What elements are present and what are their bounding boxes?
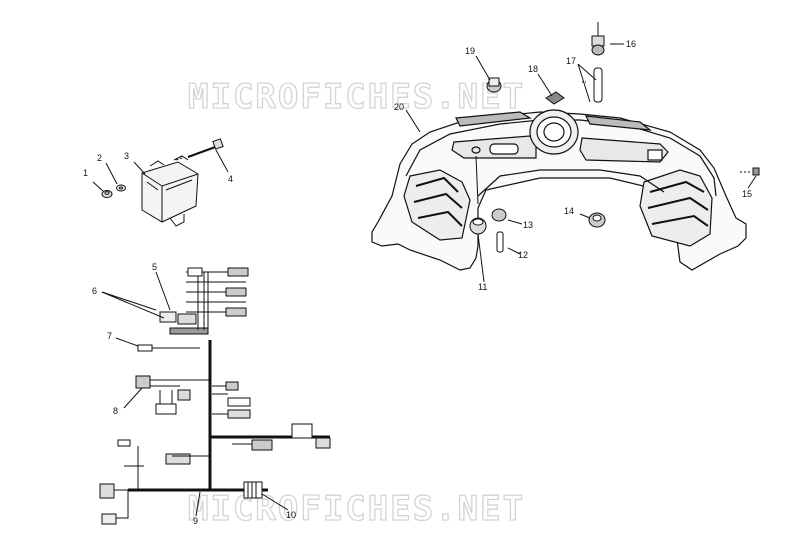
- callout-9: 9: [193, 516, 198, 526]
- grommet-part-11: [469, 217, 487, 235]
- switch-part-17: [582, 67, 603, 103]
- switch-part-16: [591, 22, 605, 56]
- control-module-part-3: [141, 155, 199, 227]
- grommet-part-13: [491, 208, 507, 222]
- callout-1: 1: [83, 168, 88, 178]
- bulb-part-12: [496, 231, 504, 253]
- callout-12: 12: [518, 250, 528, 260]
- callout-3: 3: [124, 151, 129, 161]
- screw-part-15: [740, 167, 760, 176]
- callout-5: 5: [152, 262, 157, 272]
- watermark-top: MICROFICHES.NET: [188, 77, 525, 117]
- callout-15: 15: [742, 189, 752, 199]
- bolt-part-4: [175, 138, 224, 161]
- wiring-harness-part-9: [99, 267, 331, 525]
- callout-18: 18: [528, 64, 538, 74]
- callout-14: 14: [564, 206, 574, 216]
- washer-part-2: [116, 184, 126, 192]
- callout-20: 20: [394, 102, 404, 112]
- nut-part-1: [101, 190, 113, 198]
- module-assembly: [92, 138, 229, 227]
- callout-16: 16: [626, 39, 636, 49]
- callout-13: 13: [523, 220, 533, 230]
- callout-11: 11: [478, 282, 487, 292]
- callout-labels: 1 2 3 4 5 6 7 8 9 10 11 12 13 14 15 16 1…: [83, 39, 752, 526]
- callout-6: 6: [92, 286, 97, 296]
- callout-8: 8: [113, 406, 118, 416]
- knob-part-19: [486, 77, 502, 93]
- callout-2: 2: [97, 153, 102, 163]
- callout-17: 17: [566, 56, 576, 66]
- callout-19: 19: [465, 46, 475, 56]
- grommet-part-14: [588, 212, 606, 228]
- callout-4: 4: [228, 174, 233, 184]
- small-parts-right: [405, 22, 760, 283]
- clip-part-18: [545, 91, 565, 105]
- callout-7: 7: [107, 331, 112, 341]
- dash-panel-part-20: [371, 109, 747, 271]
- callout-10: 10: [286, 510, 296, 520]
- watermark-bottom: MICROFICHES.NET: [188, 489, 525, 529]
